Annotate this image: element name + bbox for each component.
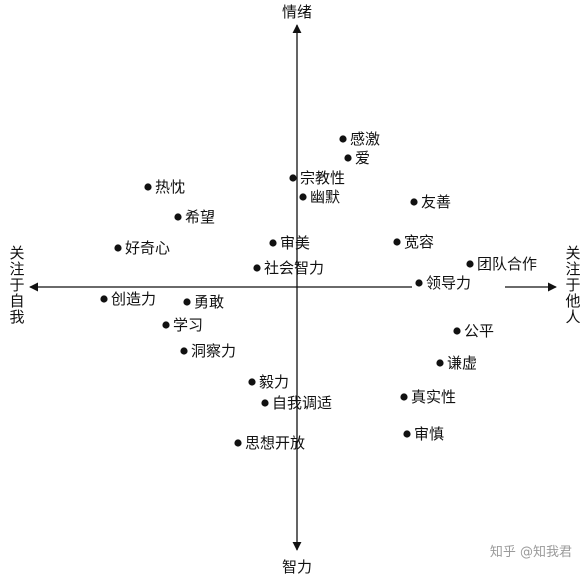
axis-label-bottom: 智力	[282, 558, 312, 576]
point: 毅力	[248, 373, 289, 391]
axis-label-left-char: 我	[9, 308, 24, 326]
point: 宽容	[393, 233, 434, 251]
watermark: 知乎 @知我君	[490, 544, 572, 560]
point-label: 公平	[464, 322, 494, 340]
point-label: 勇敢	[194, 293, 224, 311]
axis-label-left-char: 关	[9, 244, 24, 262]
point-dot	[393, 238, 401, 246]
point: 勇敢	[183, 293, 224, 311]
axis-label-right: 关 注 于 他 人	[565, 244, 580, 326]
point-dot	[114, 244, 122, 252]
point: 希望	[174, 208, 215, 226]
point: 好奇心	[114, 239, 170, 257]
point-label: 爱	[355, 149, 370, 167]
point-dot	[339, 135, 347, 143]
point: 感激	[339, 130, 380, 148]
point-label: 自我调适	[272, 394, 332, 412]
point: 思想开放	[234, 434, 305, 452]
point-label: 谦虚	[447, 354, 477, 372]
point-dot	[248, 378, 256, 386]
point: 友善	[410, 193, 451, 211]
point-label: 创造力	[111, 290, 156, 308]
point: 真实性	[400, 388, 456, 406]
axis-label-left-char: 于	[9, 276, 24, 294]
point-dot	[466, 260, 474, 268]
axis-label-right-char: 注	[565, 260, 580, 278]
point: 谦虚	[436, 354, 477, 372]
point-label: 洞察力	[191, 342, 236, 360]
point: 自我调适	[261, 394, 332, 412]
point-label: 希望	[185, 208, 215, 226]
point-dot	[174, 213, 182, 221]
point-label: 好奇心	[125, 239, 170, 257]
axis-label-top: 情绪	[282, 3, 312, 21]
point-label: 学习	[173, 316, 203, 334]
point: 领导力	[415, 274, 471, 292]
point-label: 宽容	[404, 233, 434, 251]
point-dot	[410, 198, 418, 206]
point-label: 审慎	[414, 425, 444, 443]
point: 洞察力	[180, 342, 236, 360]
point-dot	[436, 359, 444, 367]
point: 审美	[269, 234, 310, 252]
point-dot	[403, 430, 411, 438]
point-dot	[269, 239, 277, 247]
point-label: 思想开放	[245, 434, 305, 452]
point-label: 审美	[280, 234, 310, 252]
point-dot	[183, 298, 191, 306]
point-label: 友善	[421, 193, 451, 211]
point-dot	[415, 279, 423, 287]
axis-label-right-char: 人	[565, 308, 580, 326]
point-label: 毅力	[259, 373, 289, 391]
point-dot	[234, 439, 242, 447]
point-dot	[400, 393, 408, 401]
point: 幽默	[299, 188, 340, 206]
point-label: 团队合作	[477, 255, 537, 273]
point-label: 社会智力	[264, 259, 324, 277]
point: 宗教性	[289, 169, 345, 187]
point-label: 真实性	[411, 388, 456, 406]
point: 审慎	[403, 425, 444, 443]
point-label: 领导力	[426, 274, 471, 292]
point-dot	[162, 321, 170, 329]
axis-label-left-char: 注	[9, 260, 24, 278]
point: 社会智力	[253, 259, 324, 277]
point-label: 幽默	[310, 188, 340, 206]
point-dot	[180, 347, 188, 355]
point: 学习	[162, 316, 203, 334]
point-dot	[253, 264, 261, 272]
axis-label-right-char: 他	[565, 292, 580, 310]
point-dot	[261, 399, 269, 407]
point-label: 热忱	[155, 178, 185, 196]
point: 创造力	[100, 290, 156, 308]
axis-label-right-char: 于	[565, 276, 580, 294]
point-dot	[100, 295, 108, 303]
point-dot	[453, 327, 461, 335]
point: 公平	[453, 322, 494, 340]
point: 团队合作	[466, 255, 537, 273]
axis-label-left: 关 注 于 自 我	[9, 244, 24, 326]
point-label: 感激	[350, 130, 380, 148]
point-label: 宗教性	[300, 169, 345, 187]
axis-label-right-char: 关	[565, 244, 580, 262]
point: 爱	[344, 149, 370, 167]
axis-label-left-char: 自	[9, 292, 24, 310]
point: 热忱	[144, 178, 185, 196]
point-dot	[144, 183, 152, 191]
point-dot	[289, 174, 297, 182]
point-dot	[299, 193, 307, 201]
point-dot	[344, 154, 352, 162]
